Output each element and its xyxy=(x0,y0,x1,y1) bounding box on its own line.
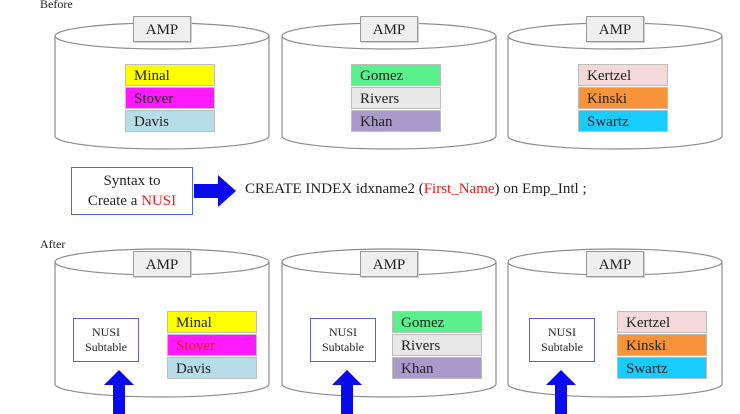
right-arrow-shape xyxy=(194,175,236,207)
syntax-box: Syntax to Create a NUSI xyxy=(71,167,193,215)
nusi-subtable-1: NUSI Subtable xyxy=(73,318,139,362)
table-row: Minal xyxy=(125,64,215,86)
create-index-command: CREATE INDEX idxname2 (First_Name) on Em… xyxy=(245,181,587,198)
table-row: Swartz xyxy=(578,110,668,132)
nusi-subtable-3: NUSI Subtable xyxy=(529,318,595,362)
nusi-line-1: NUSI xyxy=(91,325,120,339)
table-row: Minal xyxy=(167,311,257,333)
table-row: Kertzel xyxy=(578,64,668,86)
right-arrow-icon xyxy=(194,175,236,207)
nusi-line-2: Subtable xyxy=(322,340,364,354)
command-suffix: ) on Emp_Intl ; xyxy=(494,181,587,197)
amp-label-before-2: AMP xyxy=(360,16,418,42)
table-row: Khan xyxy=(392,357,482,379)
table-row: Swartz xyxy=(617,357,707,379)
before-label: Before xyxy=(40,0,73,11)
up-arrow-icon xyxy=(104,370,134,414)
table-row: Khan xyxy=(351,110,441,132)
syntax-line-2: Create a NUSI xyxy=(72,191,192,211)
after-label: After xyxy=(40,237,66,251)
amp-label-after-2: AMP xyxy=(360,251,418,277)
nusi-line-1: NUSI xyxy=(547,325,576,339)
after-row-stack-3: Kertzel Kinski Swartz xyxy=(617,311,707,380)
before-row-stack-3: Kertzel Kinski Swartz xyxy=(578,64,668,133)
up-arrow-shape xyxy=(332,370,362,414)
after-row-stack-1: Minal Stover Davis xyxy=(167,311,257,380)
table-row: Kinski xyxy=(617,334,707,356)
table-row: Davis xyxy=(125,110,215,132)
before-row-stack-2: Gomez Rivers Khan xyxy=(351,64,441,133)
nusi-line-2: Subtable xyxy=(85,340,127,354)
nusi-line-2: Subtable xyxy=(541,340,583,354)
before-row-stack-1: Minal Stover Davis xyxy=(125,64,215,133)
amp-label-after-3: AMP xyxy=(586,251,644,277)
table-row: Stover xyxy=(167,334,257,356)
table-row: Gomez xyxy=(351,64,441,86)
table-row: Kertzel xyxy=(617,311,707,333)
table-row: Kinski xyxy=(578,87,668,109)
nusi-line-1: NUSI xyxy=(328,325,357,339)
amp-label-before-1: AMP xyxy=(133,16,191,42)
nusi-subtable-2: NUSI Subtable xyxy=(310,318,376,362)
after-row-stack-2: Gomez Rivers Khan xyxy=(392,311,482,380)
table-row: Davis xyxy=(167,357,257,379)
table-row: Gomez xyxy=(392,311,482,333)
command-first-name-highlight: First_Name xyxy=(423,181,495,197)
syntax-line-2-prefix: Create a xyxy=(87,193,142,209)
table-row: Rivers xyxy=(351,87,441,109)
amp-label-before-3: AMP xyxy=(586,16,644,42)
up-arrow-shape xyxy=(104,370,134,414)
amp-label-after-1: AMP xyxy=(133,251,191,277)
command-prefix: CREATE INDEX idxname2 ( xyxy=(245,181,424,197)
up-arrow-icon xyxy=(546,370,576,414)
syntax-nusi-highlight: NUSI xyxy=(141,193,177,209)
up-arrow-shape xyxy=(546,370,576,414)
table-row: Rivers xyxy=(392,334,482,356)
table-row: Stover xyxy=(125,87,215,109)
syntax-line-1: Syntax to xyxy=(103,173,161,189)
up-arrow-icon xyxy=(332,370,362,414)
